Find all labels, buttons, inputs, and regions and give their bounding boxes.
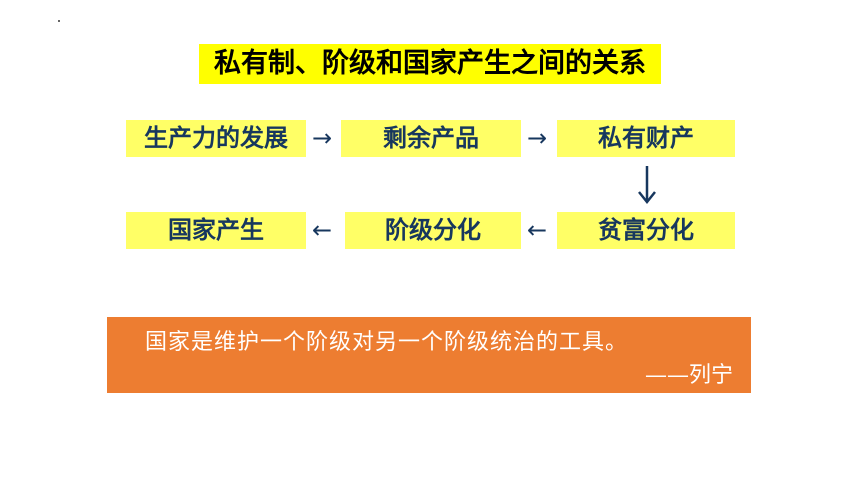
page-title: 私有制、阶级和国家产生之间的关系: [199, 44, 661, 84]
arrow-right-icon: →: [527, 124, 548, 152]
flow-box-surplus-product: 剩余产品: [341, 120, 521, 157]
flow-box-state-emergence: 国家产生: [126, 212, 306, 249]
arrow-left-icon: ←: [312, 216, 333, 244]
flow-box-class-division: 阶级分化: [345, 212, 521, 249]
quote-author: ——列宁: [644, 363, 733, 388]
arrow-left-icon: ←: [527, 216, 548, 244]
flow-box-private-property: 私有财产: [557, 120, 735, 157]
flow-box-productivity: 生产力的发展: [126, 120, 306, 157]
flow-box-wealth-division: 贫富分化: [557, 212, 735, 249]
quote-text: 国家是维护一个阶级对另一个阶级统治的工具。: [145, 330, 629, 355]
decorative-dot: [58, 20, 60, 22]
arrow-down-icon: [638, 166, 656, 205]
arrow-right-icon: →: [312, 124, 333, 152]
quote-box: 国家是维护一个阶级对另一个阶级统治的工具。 ——列宁: [107, 317, 751, 393]
